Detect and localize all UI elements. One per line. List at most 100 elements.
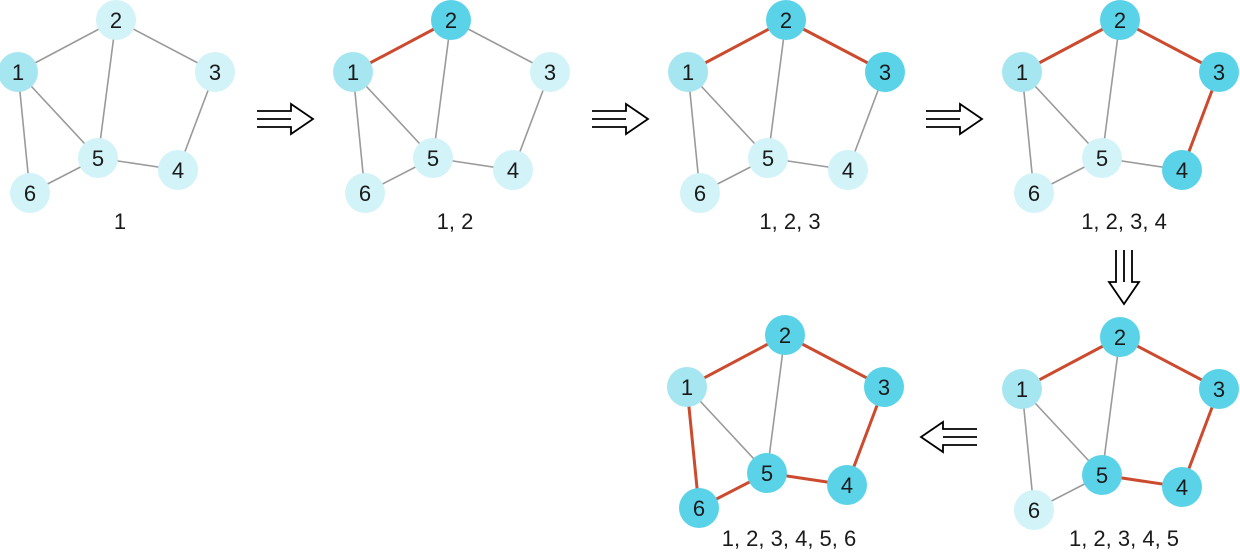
vertex-label-4: 4 xyxy=(1176,475,1188,500)
vertex-label-2: 2 xyxy=(1114,8,1126,33)
path-sequence-label: 1, 2, 3 xyxy=(759,209,820,234)
vertex-label-6: 6 xyxy=(1028,181,1040,206)
vertex-label-1: 1 xyxy=(681,375,693,400)
vertex-2 xyxy=(1100,0,1140,40)
vertex-label-3: 3 xyxy=(879,60,891,85)
vertex-label-6: 6 xyxy=(1028,498,1040,523)
vertex-2 xyxy=(1100,317,1140,357)
path-edge-6-1 xyxy=(685,385,701,510)
vertex-6 xyxy=(1014,173,1054,213)
graph-edge-6-1 xyxy=(1021,388,1035,511)
graph-edge-2-5 xyxy=(97,19,117,159)
vertex-3 xyxy=(1199,369,1239,409)
vertex-label-2: 2 xyxy=(445,8,457,33)
vertex-5 xyxy=(1082,138,1122,178)
vertex-label-3: 3 xyxy=(209,60,221,85)
graph-edge-6-1 xyxy=(352,71,366,194)
vertex-label-1: 1 xyxy=(1016,377,1028,402)
path-sequence-label: 1, 2, 3, 4 xyxy=(1081,209,1167,234)
graph-edge-2-5 xyxy=(432,19,452,159)
vertex-1 xyxy=(1002,369,1042,409)
vertex-label-5: 5 xyxy=(92,146,104,171)
graph-edge-6-1 xyxy=(17,71,31,194)
vertex-4 xyxy=(1162,467,1202,507)
vertex-label-6: 6 xyxy=(359,181,371,206)
path-sequence-label: 1, 2 xyxy=(437,209,474,234)
vertex-5 xyxy=(1082,455,1122,495)
vertex-label-1: 1 xyxy=(1016,60,1028,85)
vertex-4 xyxy=(1162,150,1202,190)
vertex-1 xyxy=(0,52,38,92)
transition-arrow-left-5 xyxy=(919,420,977,454)
graph-edge-2-5 xyxy=(1101,19,1121,159)
vertex-4 xyxy=(158,150,198,190)
vertex-1 xyxy=(667,367,707,407)
step-panel-2: 1 2 3 4 5 6 1, 2 xyxy=(333,0,570,234)
vertex-3 xyxy=(864,367,904,407)
vertex-5 xyxy=(413,138,453,178)
vertex-2 xyxy=(431,0,471,40)
vertex-6 xyxy=(1014,490,1054,530)
path-sequence-label: 1 xyxy=(114,209,126,234)
vertex-label-4: 4 xyxy=(842,158,854,183)
vertex-1 xyxy=(668,52,708,92)
transition-arrows xyxy=(257,102,1141,454)
vertex-label-4: 4 xyxy=(507,158,519,183)
graph-edge-6-1 xyxy=(1021,71,1035,194)
vertex-label-1: 1 xyxy=(682,60,694,85)
vertex-label-2: 2 xyxy=(110,8,122,33)
vertex-6 xyxy=(345,173,385,213)
vertex-label-4: 4 xyxy=(841,473,853,498)
vertex-3 xyxy=(1199,52,1239,92)
graph-edge-2-5 xyxy=(1101,336,1121,476)
vertex-3 xyxy=(195,52,235,92)
vertex-label-1: 1 xyxy=(12,60,24,85)
vertex-4 xyxy=(827,465,867,505)
vertex-4 xyxy=(493,150,533,190)
step-panel-3: 1 2 3 4 5 6 1, 2, 3 xyxy=(668,0,905,234)
step-panel-6: 1 2 3 4 5 6 1, 2, 3, 4, 5, 6 xyxy=(667,315,904,551)
vertex-1 xyxy=(1002,52,1042,92)
transition-arrow-right-1 xyxy=(257,102,315,136)
vertex-2 xyxy=(765,315,805,355)
vertex-label-3: 3 xyxy=(1213,60,1225,85)
vertex-label-5: 5 xyxy=(1096,463,1108,488)
vertex-1 xyxy=(333,52,373,92)
vertex-label-6: 6 xyxy=(693,496,705,521)
vertex-label-3: 3 xyxy=(544,60,556,85)
vertex-label-2: 2 xyxy=(1114,325,1126,350)
vertex-5 xyxy=(78,138,118,178)
vertex-5 xyxy=(747,453,787,493)
vertex-6 xyxy=(680,173,720,213)
graph-edge-6-1 xyxy=(687,71,701,194)
graph-edge-2-5 xyxy=(767,19,787,159)
vertex-label-5: 5 xyxy=(427,146,439,171)
vertex-label-6: 6 xyxy=(694,181,706,206)
vertex-4 xyxy=(828,150,868,190)
vertex-label-3: 3 xyxy=(878,375,890,400)
transition-arrow-down-4 xyxy=(1107,250,1141,306)
vertex-5 xyxy=(748,138,788,178)
vertex-label-5: 5 xyxy=(762,146,774,171)
vertex-label-2: 2 xyxy=(780,8,792,33)
vertex-2 xyxy=(766,0,806,40)
vertex-label-2: 2 xyxy=(779,323,791,348)
vertex-3 xyxy=(865,52,905,92)
vertex-2 xyxy=(96,0,136,40)
vertex-label-4: 4 xyxy=(172,158,184,183)
vertex-6 xyxy=(679,488,719,528)
vertex-label-3: 3 xyxy=(1213,377,1225,402)
vertex-6 xyxy=(10,173,50,213)
graph-edge-2-5 xyxy=(766,334,786,474)
transition-arrow-right-2 xyxy=(592,102,650,136)
vertex-3 xyxy=(530,52,570,92)
vertex-label-5: 5 xyxy=(1096,146,1108,171)
vertex-label-1: 1 xyxy=(347,60,359,85)
vertex-label-5: 5 xyxy=(761,461,773,486)
path-sequence-label: 1, 2, 3, 4, 5, 6 xyxy=(722,526,857,551)
